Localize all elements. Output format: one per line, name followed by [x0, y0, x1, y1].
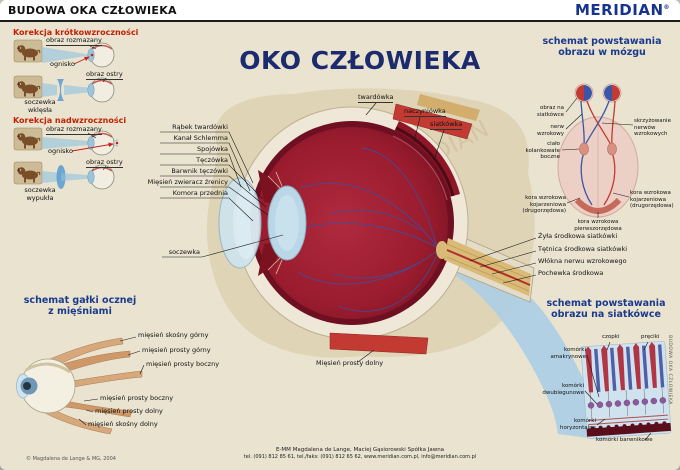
header-bar: BUDOWA OKA CZŁOWIEKA MERIDIAN®	[0, 0, 680, 20]
brand-logo: MERIDIAN®	[575, 1, 670, 19]
chiasm-label: skrzyżowanie nerwów wzrokowych	[634, 118, 671, 138]
cones-label: czopki	[602, 334, 620, 340]
choroid-label: naczyniówka	[404, 107, 446, 118]
schlemm-canal-label: Kanał Schlemma	[173, 134, 228, 142]
superior-rectus-label: mięsień prosty górny	[142, 346, 211, 354]
rods-label: pręciki	[641, 334, 660, 340]
poster-title: BUDOWA OKA CZŁOWIEKA	[8, 4, 177, 17]
header-divider	[0, 20, 680, 22]
hyperopia-focus-label: ognisko	[48, 147, 73, 155]
nerve-fibers-label: Włókna nerwu wzrokowego	[538, 257, 627, 265]
horizontal-cells-label: komórki horyzontalne	[559, 418, 596, 431]
hyperopia-heading: Korekcja nadwzroczności	[13, 116, 127, 125]
retina-image-label: obraz na siatkówce	[536, 105, 564, 118]
retina-heading-line2: obrazu na siatkówce	[551, 308, 661, 320]
iris-label: Tęczówka	[196, 156, 228, 164]
retina-band	[450, 258, 604, 440]
primary-cortex-label: kora wzrokowa pierwszorzędowa	[574, 219, 622, 232]
hyperopia-blurred-label: obraz rozmazany	[46, 125, 102, 136]
brand-text: MERIDIAN	[575, 1, 664, 19]
myopia-blurred-label: obraz rozmazany	[46, 36, 102, 47]
central-artery-label: Tętnica środkowa siatkówki	[538, 245, 628, 253]
convex-lens-label: soczewka wypukła	[24, 186, 56, 202]
central-vein-label: Żyła środkowa siatkówki	[538, 232, 618, 240]
retina-vessels	[291, 147, 439, 312]
inferior-rectus-label: Mięsień prosty dolny	[316, 359, 384, 367]
brain-heading: schemat powstawania obrazu w mózgu	[528, 36, 676, 59]
inferior-muscle-shape	[329, 332, 429, 355]
lateral-rectus-label-2: mięsień prosty boczny	[100, 394, 174, 402]
bipolar-label: komórki dwubiegunowe	[542, 383, 584, 396]
lgn-label: ciało kolankowate boczne	[525, 141, 560, 161]
retina-heading: schemat powstawania obrazu na siatkówce	[532, 298, 680, 321]
retina-cells-diagram	[580, 340, 672, 439]
sclera-label: twardówka	[358, 93, 394, 104]
nerve-sheath-label: Pochewka środkowa	[538, 269, 604, 277]
registered-mark: ®	[663, 4, 670, 11]
hyperopia-sharp-label: obraz ostry	[86, 158, 123, 169]
muscles-heading-line2: z mięśniami	[48, 305, 112, 317]
myopia-heading: Korekcja krótkowzroczności	[13, 28, 139, 37]
sphincter-muscle-label: Mięsień zwieracz źrenicy	[147, 178, 228, 186]
eye-cross-section	[218, 94, 535, 355]
optic-nerve-label: nerw wzrokowy	[537, 124, 564, 137]
muscle-eye-diagram	[16, 337, 143, 435]
publisher-line: E-MM Magdalena de Lange, Maciej Gąsiorow…	[275, 447, 445, 453]
limbus-label: Rąbek twardówki	[172, 123, 228, 131]
assoc-cortex-left-label: kora wzrokowa kojarzeniowa (drugorzędowa…	[522, 195, 566, 215]
hyperopia-diagram	[13, 127, 119, 190]
myopia-sharp-label: obraz ostry	[86, 70, 123, 81]
conjunctiva-label: Spojówka	[197, 145, 228, 153]
myopia-diagram	[13, 39, 115, 103]
brain-heading-line1: schemat powstawania	[542, 36, 662, 47]
main-title: OKO CZŁOWIEKA	[239, 46, 481, 75]
myopia-focus-label: ognisko	[50, 60, 75, 68]
anterior-chamber-label: Komora przednia	[172, 189, 228, 197]
lens-label: soczewka	[168, 248, 200, 256]
muscles-heading-line1: schemat gałki ocznej	[23, 295, 137, 306]
iris-pigment-label: Barwnik tęczówki	[171, 167, 228, 175]
muscles-heading: schemat gałki ocznej z mięśniami	[10, 295, 150, 318]
retina-heading-line1: schemat powstawania	[546, 298, 666, 309]
copyright: © Magdalena de Lange & MG, 2004	[26, 456, 116, 462]
retina-label: siatkówka	[430, 120, 463, 131]
inferior-rectus-muscle-label: mięsień prosty dolny	[95, 407, 163, 415]
superior-oblique-label: mięsień skośny górny	[138, 331, 209, 339]
bipolar-cells	[587, 397, 667, 409]
inferior-oblique-label: mięsień skośny dolny	[88, 420, 158, 428]
assoc-cortex-right-label: kora wzrokowa kojarzeniowa (drugorzędowa…	[630, 190, 674, 210]
lateral-rectus-label-1: mięsień prosty boczny	[146, 360, 220, 368]
leader-lines	[78, 44, 652, 441]
side-label: BUDOWA OKA CZŁOWIEKA	[667, 335, 672, 405]
amacrine-label: komórki amakrynowe	[550, 347, 586, 360]
photoreceptors	[585, 342, 665, 393]
concave-lens-label: soczewka wklęsła	[24, 98, 56, 114]
pigment-cells-label: komórki barwnikowe	[596, 437, 653, 443]
contact-line: tel. (091) 812 85 61, tel./faks: (091) 8…	[243, 454, 477, 460]
brain-diagram	[557, 83, 639, 218]
brain-heading-line2: obrazu w mózgu	[558, 46, 646, 58]
